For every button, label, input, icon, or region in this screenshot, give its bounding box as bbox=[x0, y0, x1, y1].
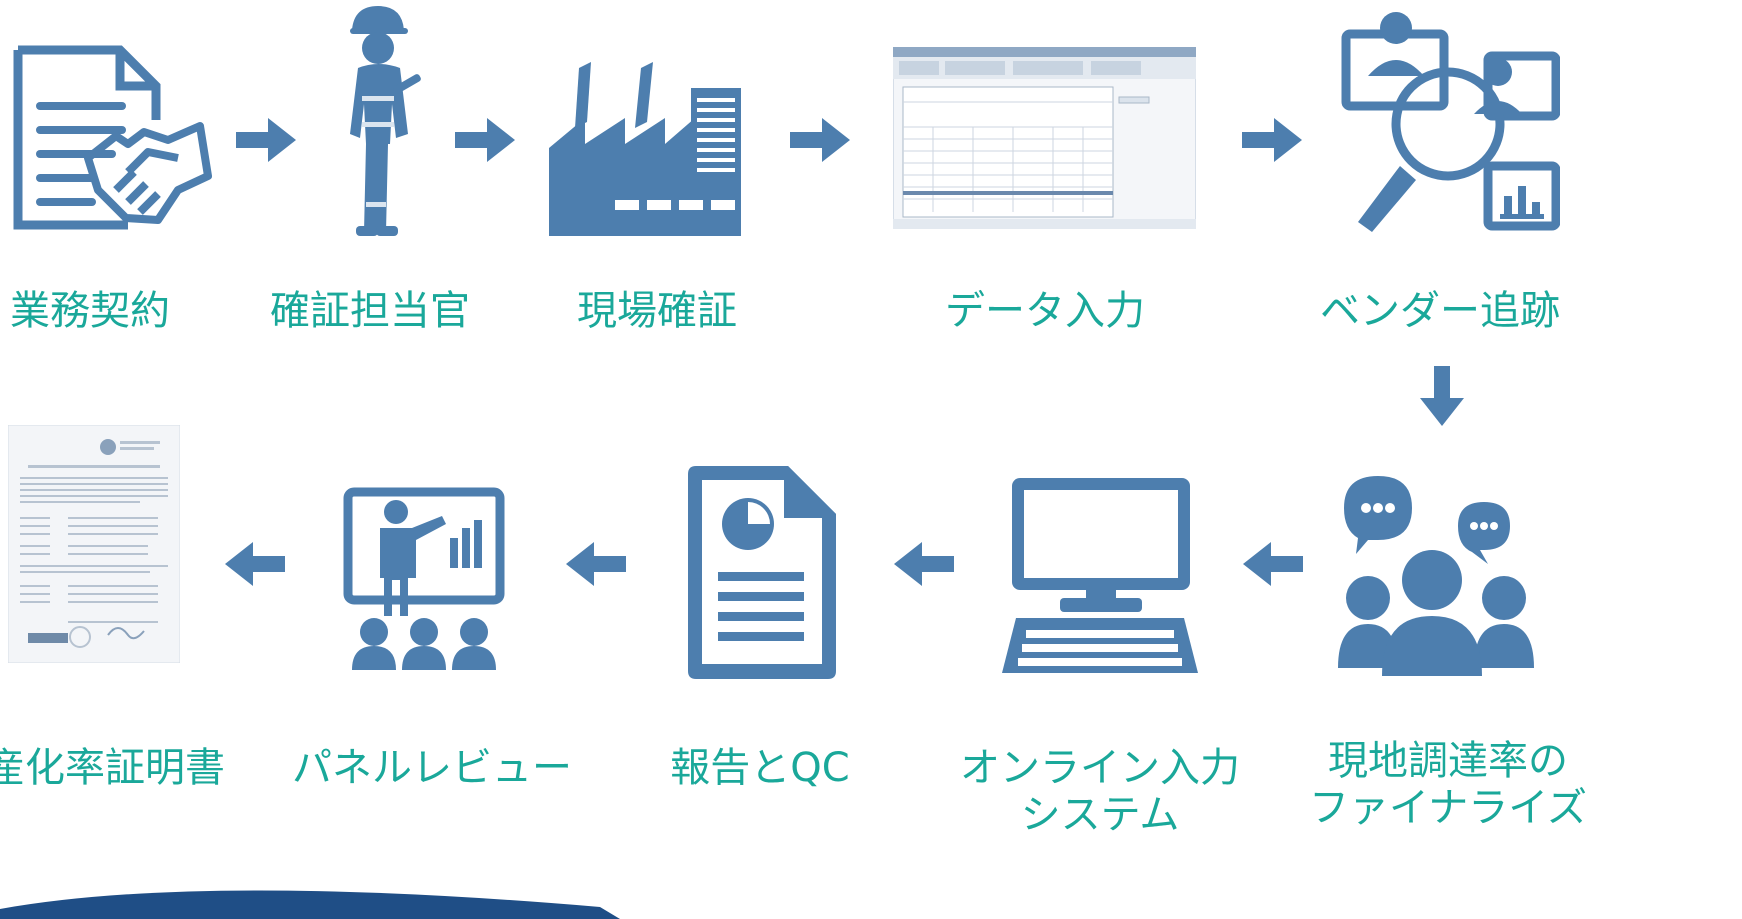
arrow-down-icon bbox=[1420, 366, 1464, 426]
arrow-right-icon bbox=[790, 118, 850, 162]
step-label-data-entry: データ入力 bbox=[945, 288, 1145, 334]
certificate-icon bbox=[8, 425, 180, 663]
step-label-vendor-tracking: ベンダー追跡 bbox=[1320, 288, 1560, 334]
step-label-panel-review: パネルレビュー bbox=[292, 745, 572, 791]
report-document-icon bbox=[688, 466, 836, 679]
step-label-online-system-text: オンライン入力 システム bbox=[960, 745, 1240, 839]
factory-icon bbox=[549, 62, 741, 236]
arrow-right-icon bbox=[236, 118, 296, 162]
arrow-left-icon bbox=[225, 542, 285, 586]
arrow-right-icon bbox=[455, 118, 515, 162]
vendor-search-icon bbox=[1341, 12, 1560, 232]
step-label-finalize-text: 現地調達率の ファイナライズ bbox=[1309, 738, 1587, 832]
decorative-swoosh bbox=[0, 890, 620, 919]
step-label-certificate: 産化率証明書 bbox=[0, 745, 225, 791]
inspector-officer-icon bbox=[350, 6, 421, 236]
discussion-group-icon bbox=[1338, 476, 1534, 676]
computer-icon bbox=[1002, 478, 1198, 673]
arrow-right-icon bbox=[1242, 118, 1302, 162]
panel-presentation-icon bbox=[343, 487, 505, 670]
step-label-finalize: 現地調達率の ファイナライズ bbox=[1309, 738, 1587, 832]
arrow-left-icon bbox=[894, 542, 954, 586]
spreadsheet-icon bbox=[893, 47, 1196, 229]
step-label-site-verification: 現場確証 bbox=[577, 288, 737, 334]
step-label-inspector: 確証担当官 bbox=[270, 288, 470, 334]
step-label-contract: 業務契約 bbox=[10, 288, 170, 334]
contract-handshake-icon bbox=[13, 45, 212, 230]
step-label-report-qc: 報告とQC bbox=[670, 745, 850, 791]
arrow-left-icon bbox=[566, 542, 626, 586]
arrow-left-icon bbox=[1243, 542, 1303, 586]
step-label-online-system: オンライン入力 システム bbox=[960, 745, 1240, 839]
